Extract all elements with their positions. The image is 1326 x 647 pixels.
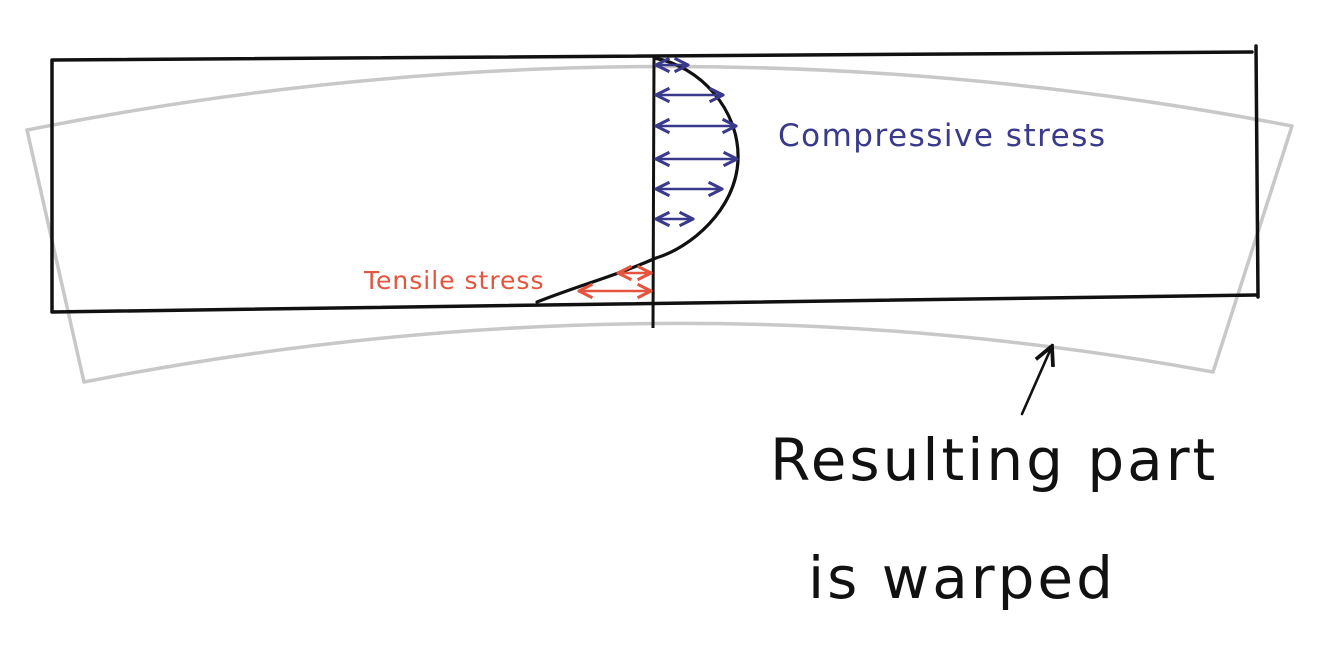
tensile-stress-label: Tensile stress [363,266,544,295]
original-part-outline [50,44,1260,314]
result-label-line1: Resulting part [770,426,1218,494]
tensile-arrows [579,273,651,291]
warped-part-outline [25,64,1294,384]
stress-axis-line [651,55,656,329]
result-label-line2: is warped [808,544,1116,612]
pointer-arrow [1020,346,1052,416]
compressive-arrows [656,65,737,219]
compressive-stress-label: Compressive stress [778,118,1107,154]
